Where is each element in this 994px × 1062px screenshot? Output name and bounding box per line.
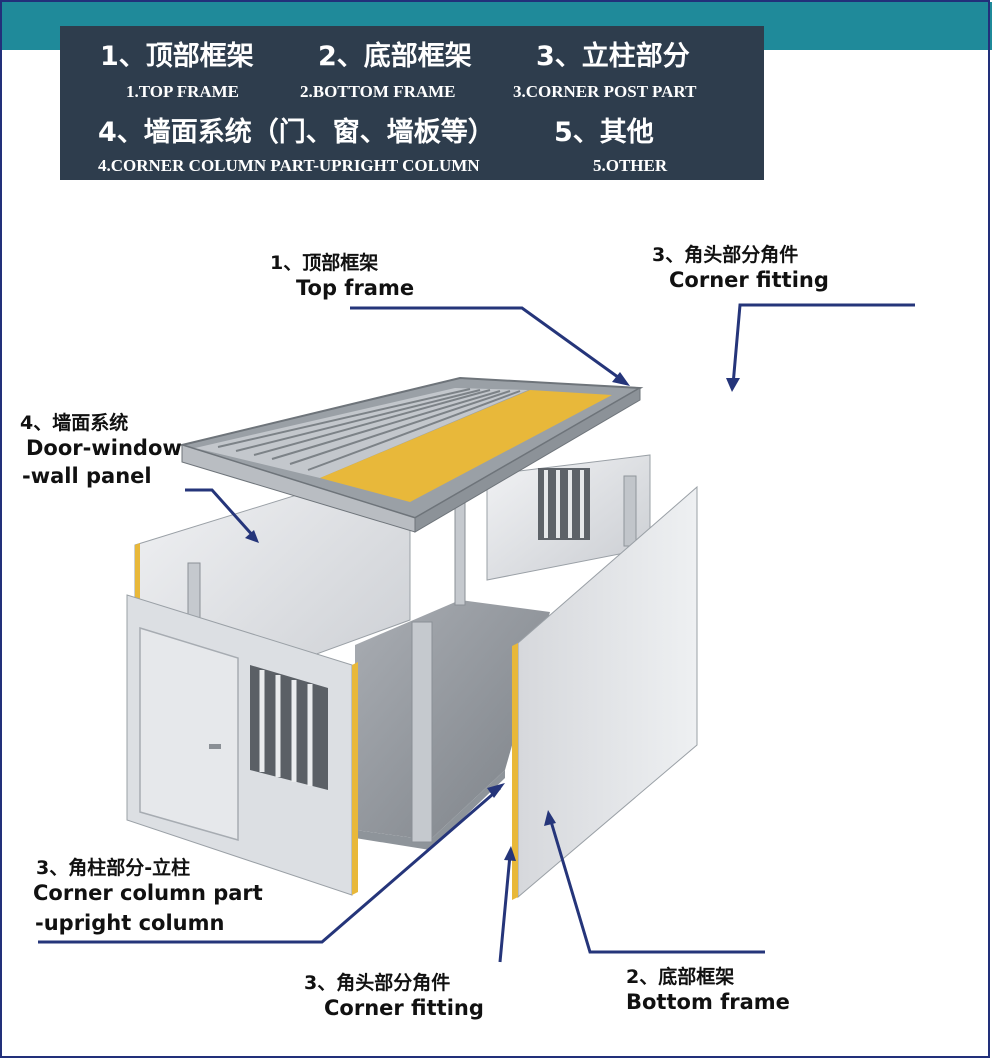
title-other-en: 5.OTHER — [593, 156, 668, 175]
label-corner-column-en1: Corner column part — [33, 881, 263, 905]
label-corner-column-en2: -upright column — [35, 911, 225, 935]
title-wall-system-cn: 4、墙面系统（门、窗、墙板等） — [98, 117, 495, 148]
arrow-corner-fitting-bottom — [498, 854, 512, 963]
arrow-top-frame — [350, 306, 623, 382]
title-bottom-frame-en: 2.BOTTOM FRAME — [300, 82, 456, 101]
roof-insulation — [320, 390, 612, 502]
label-bottom-frame-cn: 2、底部框架 — [626, 966, 735, 988]
label-bottom-frame-en: Bottom frame — [626, 990, 790, 1014]
top-frame — [178, 376, 644, 533]
title-top-frame-en: 1.TOP FRAME — [126, 82, 240, 101]
label-corner-fitting-top-en: Corner fitting — [669, 268, 829, 292]
label-wall-system-cn: 4、墙面系统 — [20, 412, 129, 434]
label-wall-system-en1: Door-window — [26, 436, 182, 460]
front-left-wall-panel — [126, 594, 358, 896]
title-panel: 1、顶部框架 2、底部框架 3、立柱部分 1.TOP FRAME 2.BOTTO… — [60, 26, 764, 180]
arrow-bottom-frame — [548, 817, 765, 954]
label-corner-column-cn: 3、角柱部分-立柱 — [36, 857, 191, 879]
title-top-frame-cn: 1、顶部框架 — [100, 41, 254, 72]
label-corner-fitting-bottom-en: Corner fitting — [324, 996, 484, 1020]
callout-arrows — [38, 303, 915, 963]
label-top-frame-en: Top frame — [296, 276, 415, 300]
arrow-corner-fitting-top — [731, 303, 915, 386]
label-corner-fitting-top-cn: 3、角头部分角件 — [652, 244, 799, 266]
arrow-corner-column — [38, 786, 501, 944]
arrow-wall-system — [185, 488, 257, 540]
door-handle — [209, 744, 221, 749]
title-corner-column-en: 4.CORNER COLUMN PART-UPRIGHT COLUMN — [98, 156, 480, 175]
bottom-frame-floor — [355, 600, 550, 850]
title-other-cn: 5、其他 — [554, 117, 654, 148]
door — [139, 626, 239, 841]
label-corner-fitting-bottom-cn: 3、角头部分角件 — [304, 972, 451, 994]
back-right-wall-panel — [486, 454, 651, 581]
corner-posts — [187, 499, 466, 843]
right-wall-panel — [512, 485, 698, 900]
title-corner-post-cn: 3、立柱部分 — [536, 41, 690, 72]
title-bottom-frame-cn: 2、底部框架 — [318, 41, 472, 72]
label-top-frame-cn: 1、顶部框架 — [270, 252, 379, 274]
label-wall-system-en2: -wall panel — [22, 464, 152, 488]
arrowheads — [245, 372, 740, 861]
title-corner-post-en: 3.CORNER POST PART — [513, 82, 697, 101]
